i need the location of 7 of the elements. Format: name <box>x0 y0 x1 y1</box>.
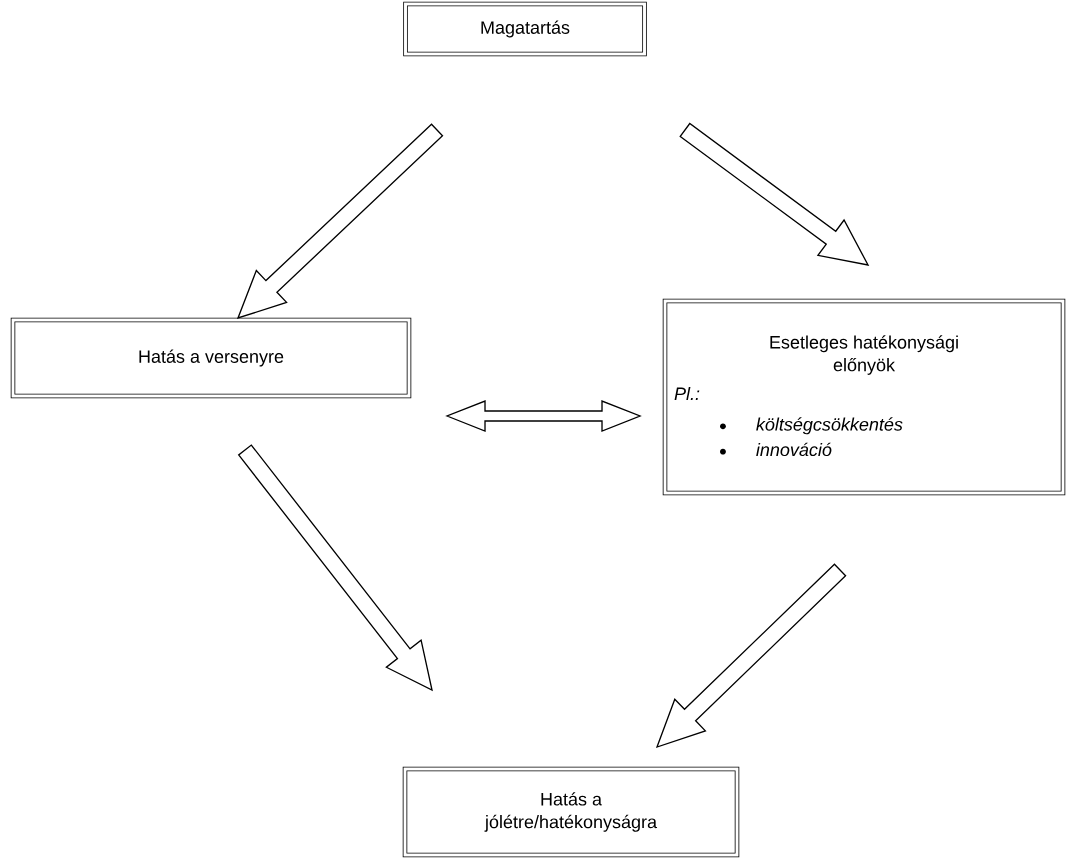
arrow <box>236 123 444 320</box>
text-box: Magatartás <box>403 1 647 57</box>
arrow <box>679 122 870 266</box>
text-box: Hatás a versenyre <box>10 317 412 399</box>
text-box: Esetleges hatékonysági előnyök Pl.: költségcsökkentés innováció <box>662 298 1066 496</box>
text-box: Hatás a jólétre/hatékonyságra <box>402 766 740 858</box>
arrow <box>655 563 847 749</box>
